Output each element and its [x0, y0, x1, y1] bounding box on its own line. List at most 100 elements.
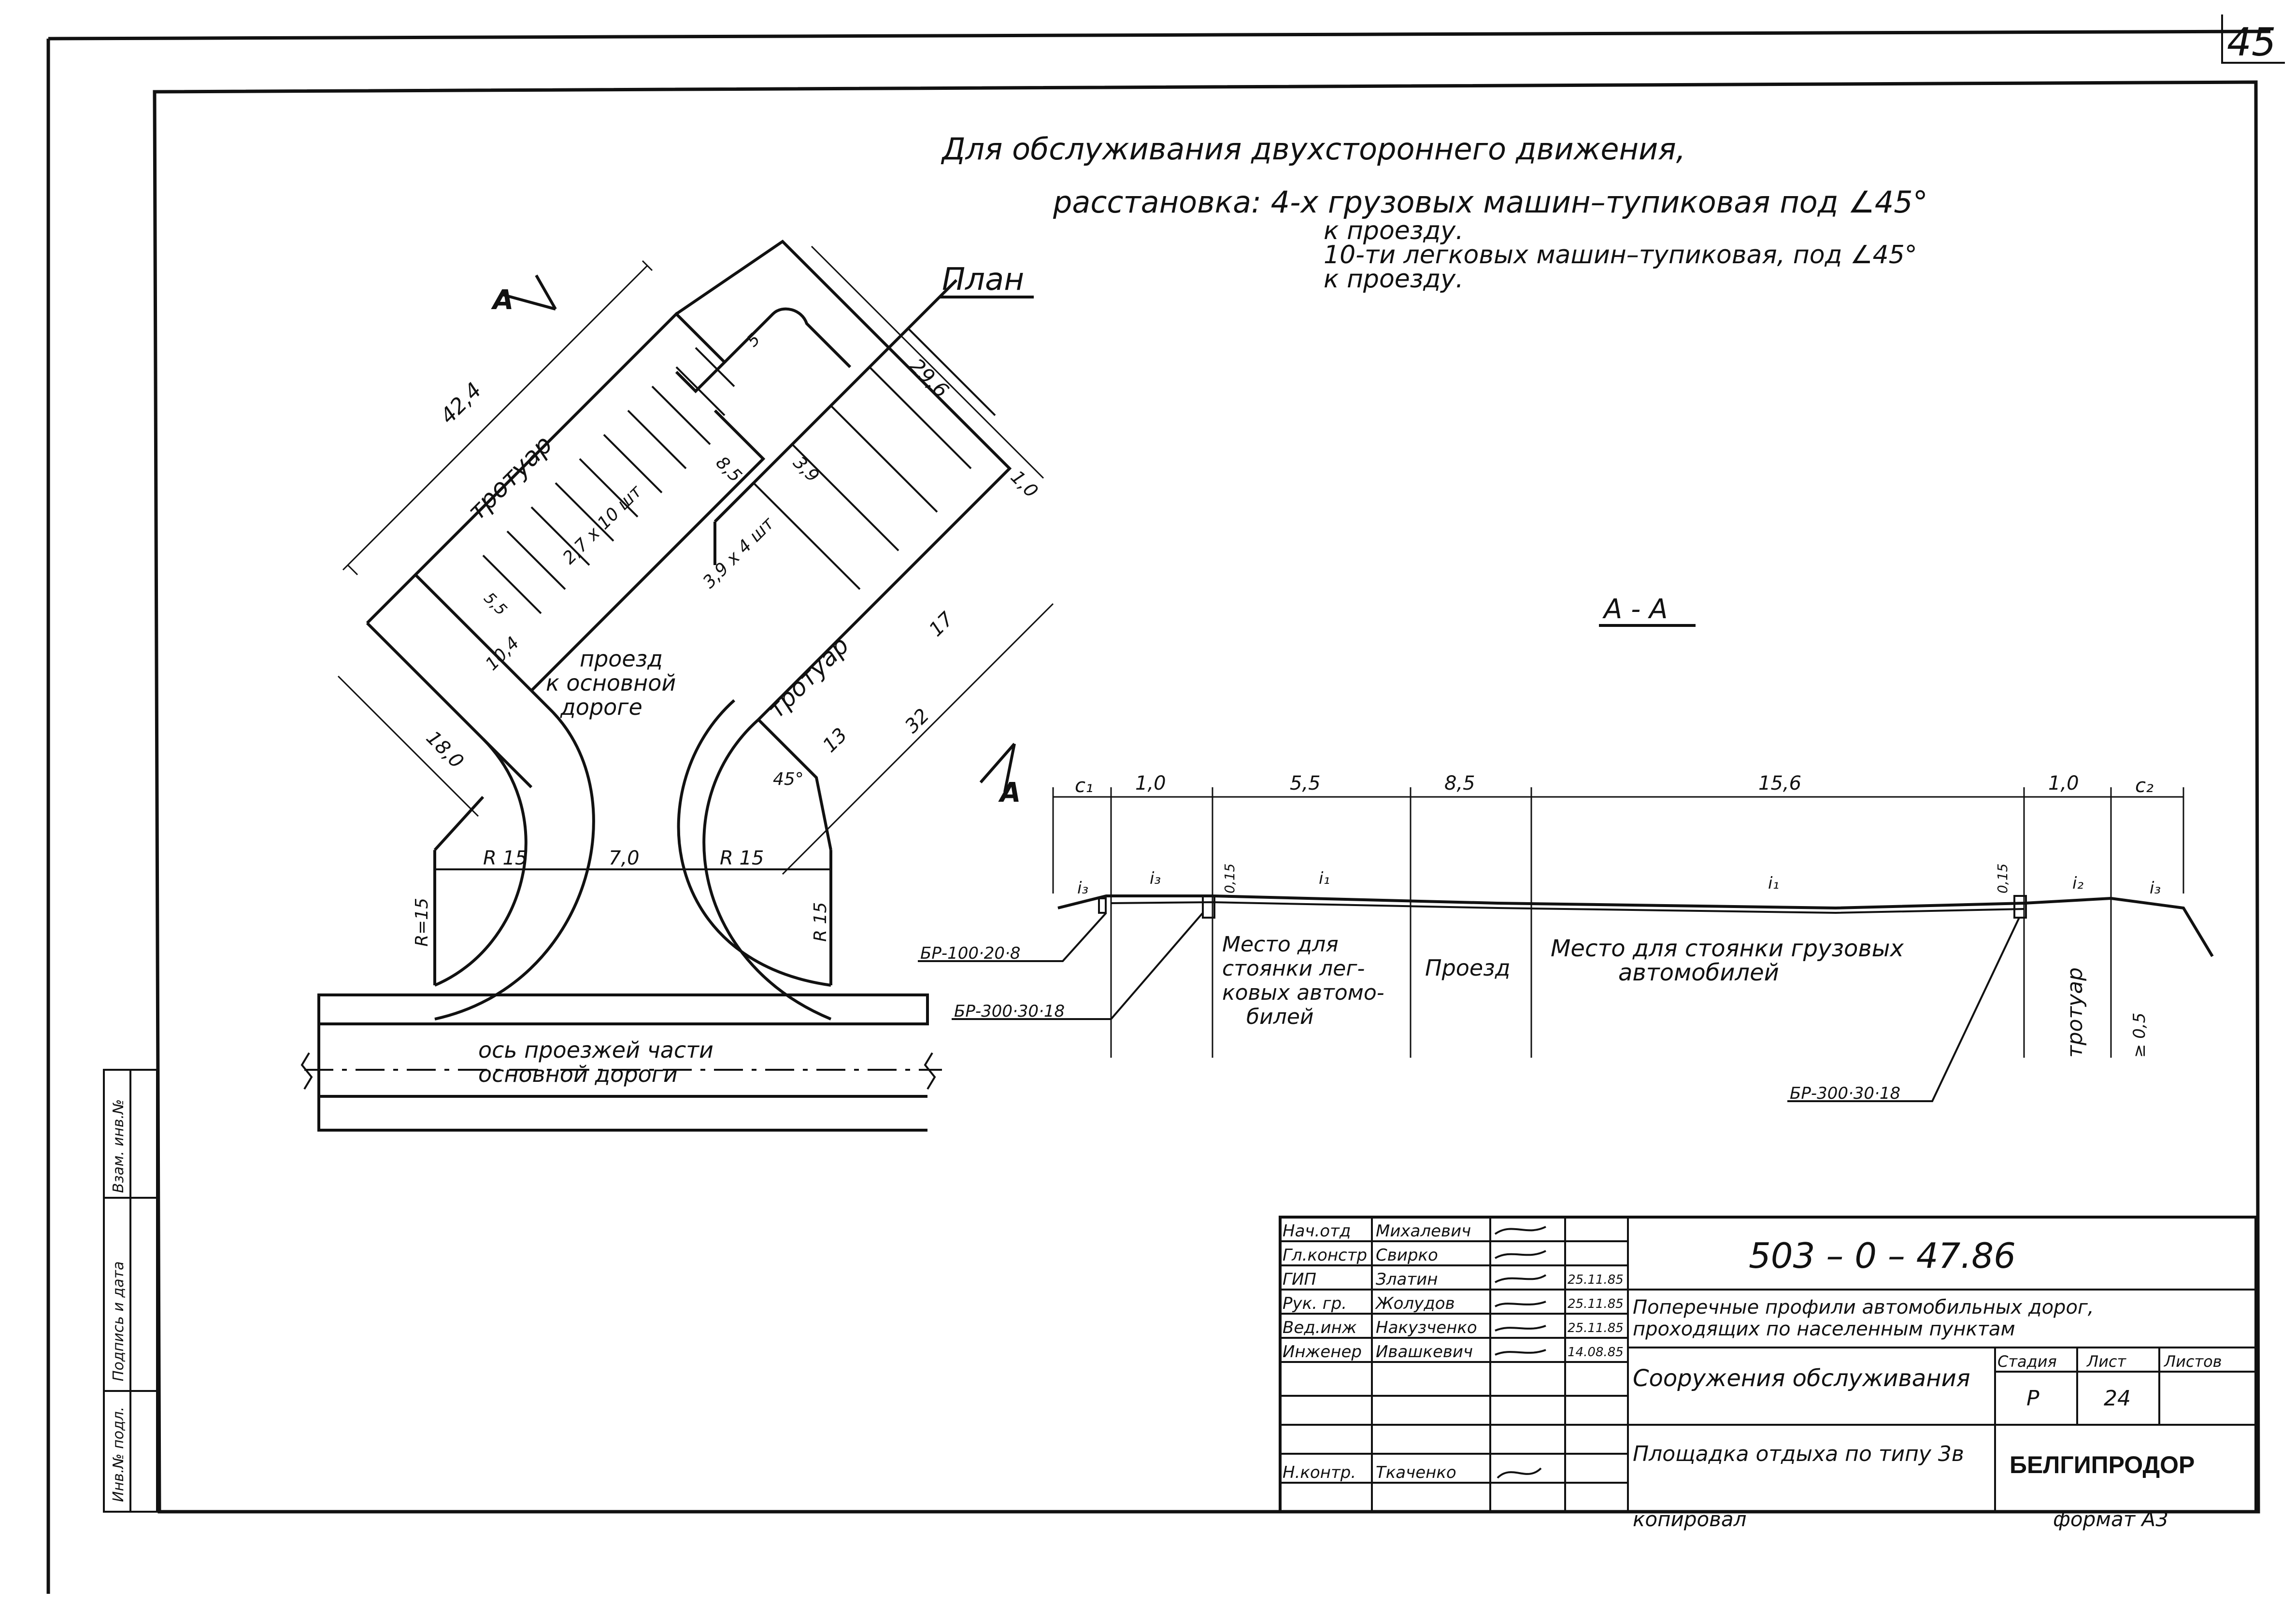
dim-13: 13 [819, 724, 852, 757]
tb-role-0: Нач.отд [1283, 1221, 1351, 1241]
dim-29-6: 29,6 [905, 354, 954, 402]
dim-10-4: 10,4 [482, 633, 523, 675]
format-label: формат А3 [2053, 1507, 2168, 1531]
organization: БЕЛГИПРОДОР [2010, 1451, 2195, 1478]
tb-name-3: Жолудов [1375, 1294, 1455, 1313]
tb-date-3: 25.11.85 [1568, 1297, 1624, 1311]
driveway-edges [530, 279, 958, 692]
radius-vertical-right: R 15 [811, 902, 830, 942]
header-line5: к проезду. [1324, 265, 1464, 294]
road-strip [317, 993, 929, 1025]
right-curb-end [757, 718, 832, 851]
section-title-block: Сооружения обслуживания [1633, 1365, 1970, 1392]
sec-dim-c2: с₂ [2135, 775, 2153, 797]
title-block [1279, 1216, 2257, 1513]
tb-role-5: Инженер [1283, 1342, 1362, 1362]
slope-i2: i₂ [2072, 874, 2083, 893]
sheet-number: 45 [2227, 20, 2276, 65]
tb-role-9: Н.контр. [1283, 1463, 1356, 1482]
zone-sidewalk: тротуар [2063, 967, 2087, 1058]
drawing-code: 503 – 0 – 47.86 [1749, 1235, 2016, 1276]
sec-dim-8-5: 8,5 [1444, 772, 1475, 794]
dim-17: 17 [925, 608, 958, 641]
tb-role-3: Рук. гр. [1283, 1294, 1347, 1313]
height-0-5: ≥ 0,5 [2130, 1013, 2149, 1058]
section-mark-top-label: А [491, 284, 513, 316]
signatures [1494, 1226, 1547, 1479]
tb-name-9: Ткаченко [1376, 1463, 1456, 1482]
drawing-description-2: проходящих по населенным пунктам [1633, 1318, 2015, 1340]
tb-date-2: 25.11.85 [1568, 1273, 1624, 1287]
drawing-title: Площадка отдыха по типу 3в [1633, 1442, 1964, 1466]
tb-name-5: Ивашкевич [1376, 1342, 1473, 1362]
radius-vertical-left: R=15 [412, 898, 432, 947]
slope-i3-right: i₃ [2150, 879, 2161, 898]
drawing-description-1: Поперечные профили автомобильных дорог, [1633, 1296, 2094, 1319]
callout-br100: БР-100·20·8 [920, 944, 1021, 963]
height-0-15-right: 0,15 [1995, 864, 2011, 894]
tb-name-2: Златин [1376, 1270, 1438, 1289]
height-0-15-left: 0,15 [1222, 864, 1238, 894]
section-mark-top [502, 274, 557, 311]
slope-i1-a: i₁ [1319, 869, 1330, 888]
sheets-header: Листов [2164, 1352, 2222, 1371]
side-stamp-c3: Взам. инв.№ [110, 1099, 127, 1193]
plan-view: План А А 42,4 29,6 [300, 240, 1054, 1132]
tb-name-4: Накузченко [1376, 1318, 1477, 1337]
right-curb-curve [677, 699, 832, 1021]
sheet-value: 24 [2104, 1386, 2131, 1411]
dim-32: 32 [901, 705, 934, 738]
dimension-lines [337, 245, 1054, 875]
driveway-label-1: проезд [580, 646, 663, 672]
section-ticks [1052, 787, 2184, 1058]
side-stamp-c2: Подпись и дата [110, 1262, 127, 1382]
dim-7-0: 7,0 [609, 847, 640, 869]
sec-dim-c1: с₁ [1075, 775, 1093, 797]
curb-left [1202, 895, 1215, 919]
right-wing-outline [675, 240, 1012, 721]
section-view: А - А с₁ 1,0 5,5 8,5 15,6 1,0 с₂ i₃ i₃ i… [918, 594, 2214, 1103]
side-stamp: Инв.№ подл. Подпись и дата Взам. инв.№ [103, 1069, 158, 1513]
tb-role-1: Гл.констр [1283, 1246, 1367, 1265]
sidewalk-left-label: тротуар [462, 430, 558, 526]
break-mark-right [924, 1052, 936, 1090]
callout-br300-left: БР-300·30·18 [954, 1002, 1065, 1021]
zone-cars-1: Место для [1222, 932, 1339, 957]
curb-right [2013, 895, 2027, 919]
section-title: А - А [1602, 594, 1668, 625]
zone-trucks-2: автомобилей [1618, 959, 1779, 986]
tb-date-4: 25.11.85 [1568, 1321, 1624, 1335]
zone-cars-3: ковых автомо- [1222, 980, 1384, 1005]
road-axis-label-2: основной дороги [478, 1061, 678, 1087]
callout-br300-right: БР-300·30·18 [1790, 1084, 1900, 1103]
plan-title: План [942, 262, 1024, 298]
inner-corner [713, 482, 755, 565]
header-line4: 10-ти легковых машин–тупиковая, под ∠45° [1324, 241, 1917, 270]
zone-driveway: Проезд [1425, 955, 1511, 981]
stage-header: Стадия [1997, 1352, 2057, 1371]
stage-value: Р [2026, 1386, 2039, 1411]
driveway-label-3: дороге [560, 694, 642, 720]
slope-i3-left: i₃ [1077, 879, 1088, 898]
sec-dim-1-0-right: 1,0 [2048, 772, 2079, 794]
sec-dim-5-5: 5,5 [1290, 772, 1321, 794]
slope-i3-left2: i₃ [1150, 869, 1161, 888]
tb-name-0: Михалевич [1376, 1221, 1471, 1241]
left-curb-inner [434, 738, 528, 987]
sec-dim-1-0: 1,0 [1135, 772, 1166, 794]
side-stamp-c1: Инв.№ подл. [110, 1407, 127, 1502]
callout-leaders [918, 912, 2020, 1102]
tb-role-2: ГИП [1283, 1270, 1316, 1289]
angle-45: 45° [773, 769, 804, 789]
zone-cars-2: стоянки лег- [1222, 956, 1365, 981]
zone-cars-4: билей [1246, 1005, 1314, 1029]
header-line3: к проезду. [1324, 216, 1464, 245]
radius-left: R 15 [483, 847, 527, 869]
sec-dim-15-6: 15,6 [1758, 772, 1801, 794]
sidewalk-right-label: тротуар [762, 631, 854, 723]
pavement-top [1057, 894, 2214, 957]
section-mark-bottom-label: А [998, 777, 1021, 808]
break-mark-left [300, 1052, 313, 1090]
base-shape [433, 795, 832, 985]
